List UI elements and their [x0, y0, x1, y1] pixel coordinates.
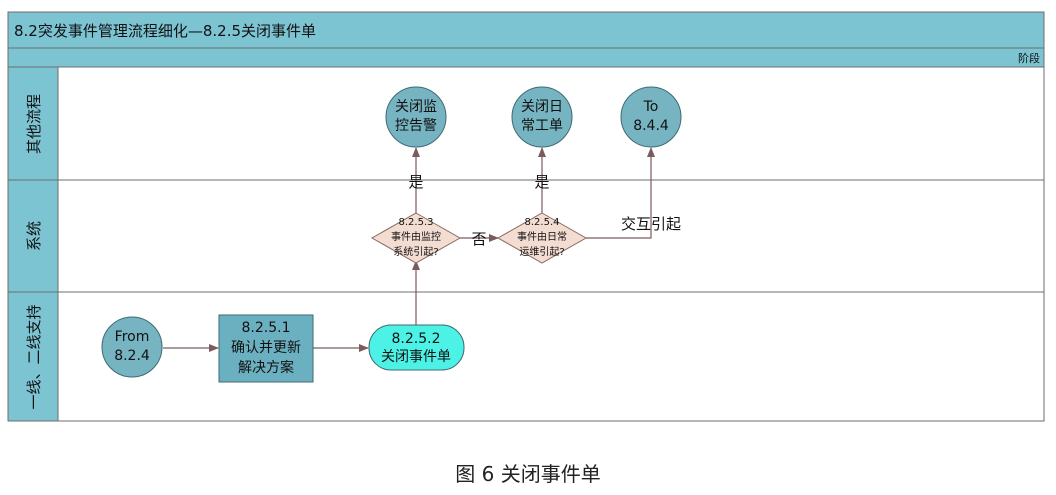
- diagram-frame: [7, 11, 1045, 422]
- node-close-daily: 关闭日 常工单: [511, 86, 573, 148]
- edge-label-yes-monitor: 是: [408, 173, 423, 191]
- node-close-ticket-line2: 关闭事件单: [381, 349, 451, 365]
- node-to-line1: To: [643, 99, 659, 115]
- node-to-844: To 8.4.4: [620, 86, 682, 148]
- node-decision-monitor-line1: 8.2.5.3: [399, 217, 434, 228]
- diagram-title: 8.2突发事件管理流程细化—8.2.5关闭事件单: [14, 22, 316, 40]
- phase-label: 阶段: [1018, 51, 1040, 65]
- edge-decision-daily-interaction: [586, 147, 655, 239]
- node-close-daily-line2: 常工单: [521, 118, 563, 134]
- node-from-line1: From: [115, 329, 150, 345]
- node-confirm-line2: 确认并更新: [231, 340, 301, 356]
- lane-label-cell-other: [7, 66, 59, 181]
- lane-label-cell-system: [7, 179, 59, 293]
- node-close-alarm-line1: 关闭监: [395, 99, 437, 115]
- node-to-line2: 8.4.4: [633, 118, 669, 134]
- node-decision-monitor-line2: 事件由监控: [391, 230, 441, 243]
- edge-label-yes-daily: 是: [534, 173, 549, 191]
- node-decision-monitor: 8.2.5.3 事件由监控 系统引起?: [370, 212, 462, 264]
- node-close-alarm: 关闭监 控告警: [385, 86, 447, 148]
- node-decision-daily-line3: 运维引起?: [519, 245, 564, 258]
- node-confirm-solution: 8.2.5.1 确认并更新 解决方案: [218, 314, 314, 383]
- flowchart: 8.2突发事件管理流程细化—8.2.5关闭事件单 阶段 其他流程 系统 一线、二…: [7, 11, 1045, 422]
- phase-row: [7, 47, 1045, 68]
- lane-label-cell-support: [7, 291, 59, 422]
- edge-label-no-monitor: 否: [471, 230, 486, 248]
- node-decision-daily-line1: 8.2.5.4: [525, 217, 560, 228]
- figure-caption: 图 6 关闭事件单: [455, 462, 601, 486]
- node-from-line2: 8.2.4: [114, 348, 150, 364]
- lane-label-support: 一线、二线支持: [25, 304, 43, 409]
- node-close-ticket-line1: 8.2.5.2: [392, 331, 441, 347]
- node-decision-monitor-line3: 系统引起?: [393, 245, 438, 258]
- node-decision-daily-line2: 事件由日常: [517, 230, 567, 243]
- node-close-daily-line1: 关闭日: [521, 99, 563, 115]
- edge-label-interaction: 交互引起: [621, 215, 681, 233]
- node-confirm-line1: 8.2.5.1: [242, 320, 291, 336]
- node-close-ticket: 8.2.5.2 关闭事件单: [368, 324, 465, 371]
- node-decision-daily: 8.2.5.4 事件由日常 运维引起?: [496, 212, 588, 264]
- node-close-alarm-line2: 控告警: [395, 118, 437, 134]
- lane-label-system: 系统: [25, 221, 43, 251]
- lane-label-other: 其他流程: [25, 94, 43, 154]
- node-from-824: From 8.2.4: [101, 316, 163, 378]
- node-confirm-line3: 解决方案: [238, 359, 294, 376]
- diagram-header: [7, 11, 1045, 49]
